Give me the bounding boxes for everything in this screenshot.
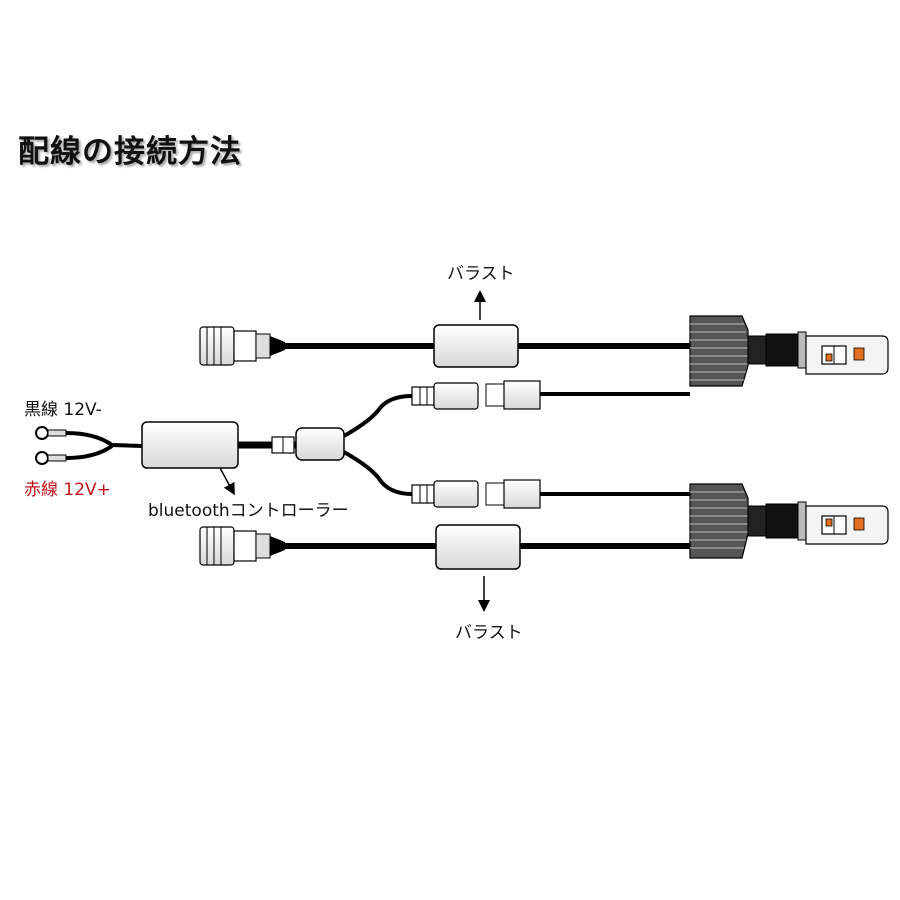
diagram-title: 配線の接続方法 [18, 134, 242, 170]
bottom-led-bulb [689, 483, 889, 559]
ballast-top-label: バラスト [447, 264, 515, 284]
ring-terminal-red [35, 451, 67, 465]
ballast-bottom-label: バラスト [455, 623, 523, 643]
ring-terminal-black [35, 426, 67, 440]
power-input [35, 426, 143, 465]
black-wire-label: 黒線 12V- [24, 400, 102, 420]
bluetooth-controller [141, 421, 300, 469]
top-led-bulb [689, 315, 889, 387]
red-wire [65, 444, 114, 460]
controller-pointer-arrow [219, 467, 235, 496]
red-wire-label: 赤線 12V+ [24, 480, 111, 500]
bottom-branch-connector [411, 479, 690, 509]
bottom-ballast [435, 524, 521, 570]
top-ballast [433, 324, 519, 368]
black-wire [65, 431, 143, 448]
splitter [295, 394, 413, 496]
controller-label: bluetoothコントローラー [148, 501, 349, 521]
top-branch-connector [411, 380, 690, 410]
